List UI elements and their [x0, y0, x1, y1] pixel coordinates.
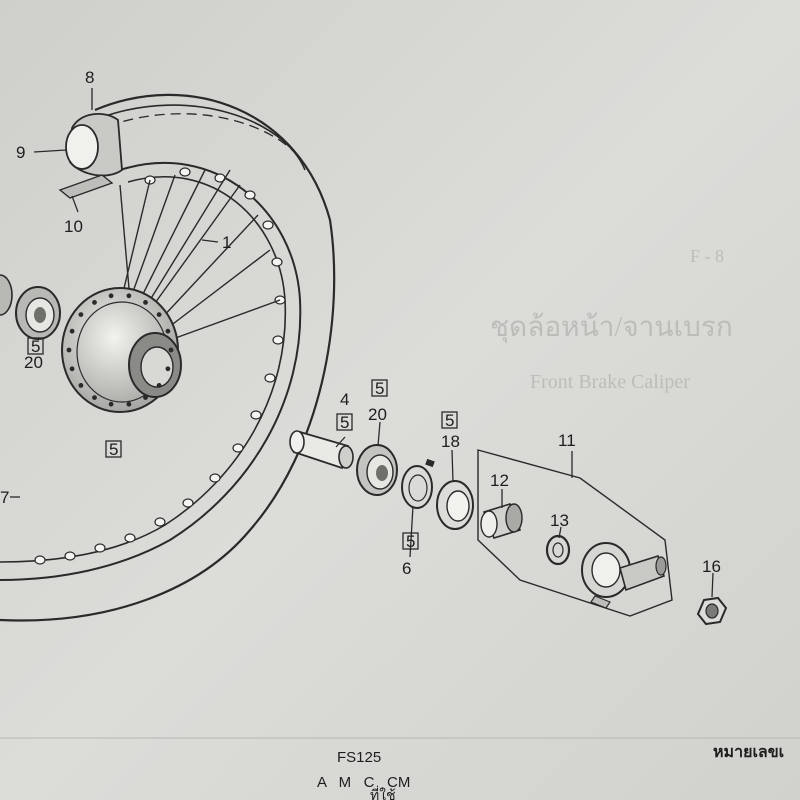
boxed-callout-5-hub: 5 — [105, 440, 122, 459]
speedometer-gear — [480, 503, 523, 539]
hub-hole — [92, 300, 97, 305]
footer-thai-label: หมายเลขเ — [713, 744, 784, 761]
axle-spacer — [289, 430, 354, 470]
hub-hole — [78, 312, 84, 317]
rim-hole — [154, 517, 166, 527]
svg-text:5: 5 — [109, 440, 118, 459]
spokes — [119, 169, 281, 341]
callout-12: 12 — [490, 471, 509, 490]
boxed-callout-5-spacer: 5 — [336, 413, 353, 432]
callout-20-right: 20 — [368, 405, 387, 424]
rim-hole — [272, 335, 284, 345]
rim-hole — [271, 257, 283, 267]
hub-hole — [168, 347, 174, 353]
hub-spoke-holes — [66, 293, 174, 407]
callout-6: 6 — [402, 559, 411, 578]
svg-text:5: 5 — [375, 379, 384, 398]
boxed-callout-5-seal: 5 — [441, 411, 458, 430]
tire-outline — [0, 93, 336, 622]
faint-page-header: F - 8 — [690, 246, 724, 266]
left-bearing — [0, 274, 61, 340]
rim-hole — [94, 543, 106, 553]
hub-hole — [143, 395, 148, 400]
hub-hole — [69, 366, 75, 372]
hub-hole — [69, 328, 75, 334]
callout-7: 7 — [0, 488, 9, 507]
dust-seal — [436, 480, 474, 530]
svg-text:5: 5 — [340, 413, 349, 432]
hub-hole — [156, 383, 162, 388]
rim-hole — [250, 410, 262, 420]
leader-lines — [10, 88, 714, 598]
gearbox-group-outline — [477, 449, 673, 617]
bleed-through-text: F - 8 ชุดล้อหน้า/จานเบรก Front Brake Cal… — [490, 246, 733, 393]
hub-hole — [108, 293, 114, 299]
callouts: 8 9 10 1 7 20 4 20 18 11 12 13 6 16 5 5 … — [0, 68, 721, 578]
boxed-callout-5-plate: 5 — [402, 532, 419, 551]
footer-thai-bottom: ที่ใช้ — [370, 786, 396, 800]
rim-hole — [34, 555, 46, 565]
hub-hole — [126, 401, 132, 407]
page-footer: FS125 A M C CM หมายเลขเ ที่ใช้ — [0, 737, 800, 800]
hub-hole — [108, 401, 114, 407]
rim-hole — [262, 220, 274, 230]
faint-english-title: Front Brake Caliper — [530, 371, 690, 393]
hub-hole — [143, 300, 148, 305]
retainer-plate — [401, 458, 435, 509]
wheel-hub — [61, 287, 182, 413]
svg-text:5: 5 — [445, 411, 454, 430]
axle-nut — [696, 596, 728, 626]
thrust-washer — [545, 534, 571, 566]
hub-hole — [66, 347, 72, 353]
callout-16: 16 — [702, 557, 721, 576]
callout-18: 18 — [441, 432, 460, 451]
callout-10: 10 — [64, 217, 83, 236]
gearbox-housing — [581, 542, 667, 609]
rim-hole — [182, 498, 194, 508]
svg-text:5: 5 — [406, 532, 415, 551]
callout-8: 8 — [85, 68, 94, 87]
callout-4: 4 — [340, 390, 349, 409]
svg-text:5: 5 — [31, 337, 40, 356]
wheel-assembly — [0, 93, 336, 622]
faint-thai-title: ชุดล้อหน้า/จานเบรก — [490, 312, 733, 344]
rim-hole — [179, 167, 191, 177]
hub-hole — [165, 366, 171, 372]
rim-hole — [232, 443, 244, 453]
hub-hole — [92, 395, 97, 400]
model-code: FS125 — [337, 749, 381, 766]
boxed-callout-5-bearing: 5 — [371, 379, 388, 398]
model-variants: A M C CM — [317, 774, 410, 791]
callout-13: 13 — [550, 511, 569, 530]
hub-hole — [156, 312, 162, 317]
callout-20-left: 20 — [24, 353, 43, 372]
hub-hole — [165, 328, 171, 334]
tire-tread-pattern — [107, 113, 301, 159]
rim-hole — [264, 373, 276, 383]
hub-hole — [126, 293, 132, 299]
callout-11: 11 — [558, 431, 576, 450]
callout-9: 9 — [16, 143, 25, 162]
hub-hole — [78, 383, 84, 388]
rim-hole — [124, 533, 136, 543]
rim-hole — [64, 551, 76, 561]
rim-outer — [0, 161, 302, 581]
tire-section — [58, 113, 123, 199]
rim-hole — [244, 190, 256, 200]
rim-hole — [209, 473, 221, 483]
callout-1: 1 — [222, 233, 231, 252]
boxed-callout-5-left: 5 — [27, 337, 44, 356]
right-bearing — [356, 444, 398, 496]
